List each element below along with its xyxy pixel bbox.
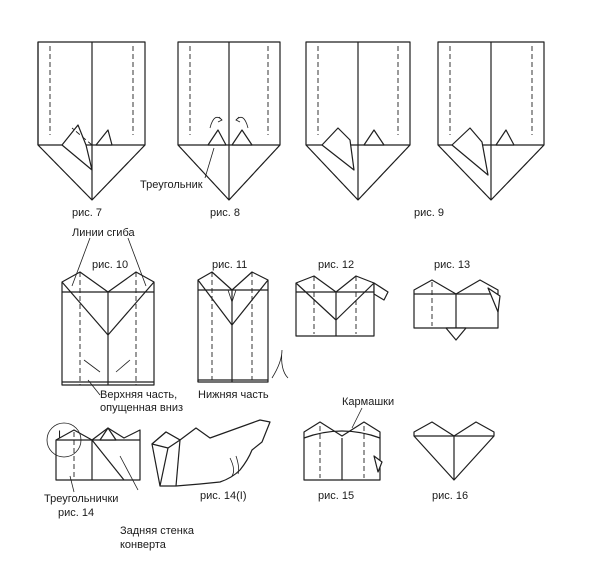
caption-fig16: рис. 16: [432, 490, 468, 502]
caption-fig15: рис. 15: [318, 490, 354, 502]
figure-15: [303, 407, 383, 481]
label-back-wall-line1: Задняя стенка: [120, 525, 195, 537]
label-pockets: Кармашки: [342, 396, 394, 408]
label-upper-part-line2: опущенная вниз: [100, 402, 183, 414]
caption-fig14: рис. 14: [58, 507, 94, 519]
figure-12: [295, 275, 389, 337]
caption-fig10: рис. 10: [92, 259, 128, 271]
figure-16: [413, 421, 495, 481]
label-triangle: Треугольник: [140, 179, 203, 191]
caption-fig14-I: рис. 14(I): [200, 490, 247, 502]
figure-9-left: [305, 41, 411, 201]
caption-fig13: рис. 13: [434, 259, 470, 271]
label-marker-I: I: [58, 429, 61, 441]
figure-14-I: [151, 419, 271, 487]
caption-fig7: рис. 7: [72, 207, 102, 219]
label-fold-lines: Линии сгиба: [72, 227, 135, 239]
figure-13: [413, 279, 501, 341]
figure-9-right: [437, 41, 545, 201]
caption-fig9: рис. 9: [414, 207, 444, 219]
figure-10: [61, 237, 155, 396]
caption-fig11: рис. 11: [212, 259, 247, 271]
label-upper-part-line1: Верхняя часть,: [100, 389, 177, 401]
figure-14: [46, 422, 141, 493]
figure-7: [37, 41, 146, 201]
label-back-wall-line2: конверта: [120, 539, 167, 551]
label-triangles: Треугольнички: [44, 493, 118, 505]
figure-11: [197, 271, 289, 383]
figure-8: [177, 41, 281, 201]
label-lower-part: Нижняя часть: [198, 389, 269, 401]
caption-fig8: рис. 8: [210, 207, 240, 219]
caption-fig12: рис. 12: [318, 259, 354, 271]
